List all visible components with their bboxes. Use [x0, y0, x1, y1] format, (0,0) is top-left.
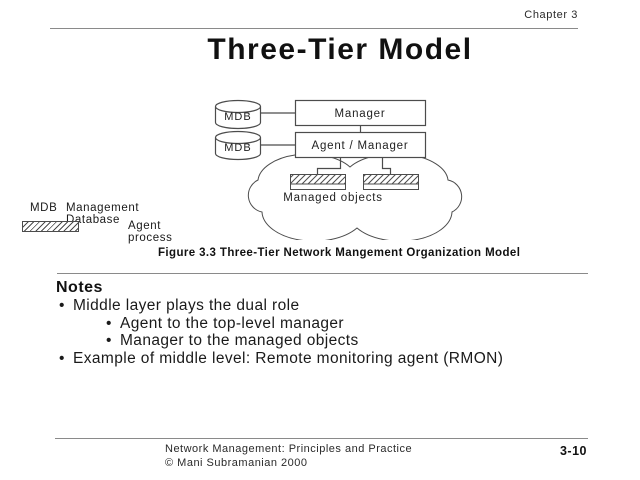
managed-object-left	[290, 174, 346, 190]
manager-label: Manager	[335, 108, 386, 120]
agent-to-right-object-line	[381, 157, 392, 175]
footer-rule	[55, 438, 588, 439]
connector-lines	[260, 112, 392, 175]
legend-mdb-desc: Management Database	[66, 202, 140, 226]
agent-manager-label: Agent / Manager	[311, 140, 408, 152]
notes-rule	[57, 273, 588, 274]
page-title: Three-Tier Model	[207, 33, 473, 66]
agent-manager-box: Agent / Manager	[294, 131, 427, 159]
three-tier-diagram: MDB MDB Manager Agent / Manager Managed …	[214, 99, 463, 240]
legend-agent-desc: Agent process	[128, 220, 173, 244]
mdb-bottom-label: MDB	[224, 142, 251, 154]
note-sub-bullet: Agent to the top-level manager	[105, 315, 558, 333]
mdb-database-top: MDB	[214, 99, 262, 130]
page-number: 3-10	[559, 444, 587, 458]
note-bullet: Middle layer plays the dual role	[58, 297, 558, 315]
legend-mdb-term: MDB	[30, 202, 58, 214]
manager-box: Manager	[294, 99, 427, 127]
figure-caption: Figure 3.3 Three-Tier Network Mangement …	[158, 247, 521, 259]
managed-objects-label: Managed objects	[283, 192, 383, 204]
footer-book-title: Network Management: Principles and Pract…	[165, 443, 413, 455]
notes-heading: Notes	[56, 279, 103, 296]
header-rule	[50, 28, 578, 29]
chapter-label: Chapter 3	[524, 9, 578, 21]
mdb-database-bottom: MDB	[214, 130, 262, 161]
notes-list: Middle layer plays the dual role Agent t…	[58, 297, 558, 367]
managed-object-right	[363, 174, 419, 190]
note-sub-bullet: Manager to the managed objects	[105, 332, 558, 350]
footer-copyright: © Mani Subramanian 2000	[165, 457, 308, 469]
agent-process-hatch-swatch	[22, 221, 79, 232]
agent-to-left-object-line	[316, 157, 342, 175]
note-bullet: Example of middle level: Remote monitori…	[58, 350, 513, 368]
mdb-top-label: MDB	[224, 111, 251, 123]
